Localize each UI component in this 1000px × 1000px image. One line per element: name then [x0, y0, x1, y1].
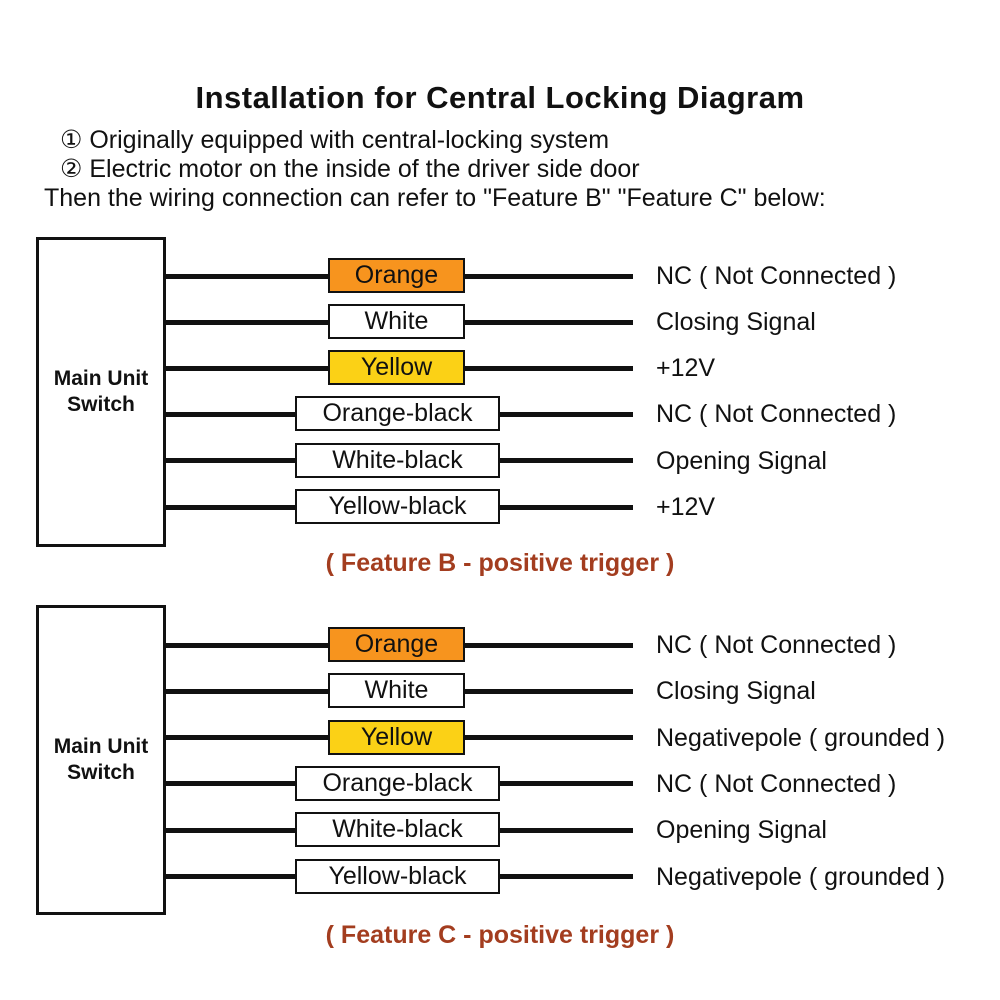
signal-label: Closing Signal [656, 677, 816, 705]
wire-color-label: Yellow [360, 353, 433, 381]
feature-b-caption: ( Feature B - positive trigger ) [325, 549, 675, 577]
wire-label-box: Orange-black [295, 766, 500, 801]
wire-color-label: Yellow-black [328, 492, 467, 520]
wire-color-label: Orange [354, 630, 439, 658]
wire-label-box: White [328, 673, 465, 708]
wire-color-label: Yellow [360, 723, 433, 751]
signal-label: +12V [656, 354, 716, 382]
note-line-3: Then the wiring connection can refer to … [44, 184, 826, 212]
wire-label-box: Yellow [328, 720, 465, 755]
signal-label: Opening Signal [656, 447, 827, 475]
signal-label: Negativepole ( grounded ) [656, 863, 946, 891]
signal-label: Opening Signal [656, 816, 827, 844]
wire-color-label: White [364, 676, 429, 704]
signal-label: Negativepole ( grounded ) [656, 724, 946, 752]
signal-label: Closing Signal [656, 308, 816, 336]
note-line-2: ② Electric motor on the inside of the dr… [60, 155, 640, 183]
wire-label-box: White [328, 304, 465, 339]
wire-label-box: Orange [328, 258, 465, 293]
main-unit-switch-box-b: Main Unit Switch [36, 237, 166, 547]
wire-color-label: White-black [332, 815, 463, 843]
wire-label-box: White-black [295, 812, 500, 847]
main-unit-switch-box-c: Main Unit Switch [36, 605, 166, 915]
signal-label: NC ( Not Connected ) [656, 631, 897, 659]
feature-c-caption: ( Feature C - positive trigger ) [325, 921, 675, 949]
wire-color-label: Yellow-black [328, 862, 467, 890]
wire-label-box: Yellow-black [295, 859, 500, 894]
wire-color-label: White-black [332, 446, 463, 474]
wire-label-box: Orange-black [295, 396, 500, 431]
wire-color-label: White [364, 307, 429, 335]
wire-label-box: Yellow-black [295, 489, 500, 524]
signal-label: NC ( Not Connected ) [656, 400, 897, 428]
wire-label-box: Orange [328, 627, 465, 662]
wire-color-label: Orange-black [322, 399, 473, 427]
note-line-1: ① Originally equipped with central-locki… [60, 126, 610, 154]
wire-label-box: Yellow [328, 350, 465, 385]
main-unit-switch-label-c: Main Unit Switch [53, 735, 149, 784]
wire-color-label: Orange [354, 261, 439, 289]
signal-label: NC ( Not Connected ) [656, 262, 897, 290]
page-title: Installation for Central Locking Diagram [195, 80, 805, 115]
wire-label-box: White-black [295, 443, 500, 478]
main-unit-switch-label-b: Main Unit Switch [53, 367, 149, 416]
signal-label: +12V [656, 493, 716, 521]
wire-color-label: Orange-black [322, 769, 473, 797]
signal-label: NC ( Not Connected ) [656, 770, 897, 798]
